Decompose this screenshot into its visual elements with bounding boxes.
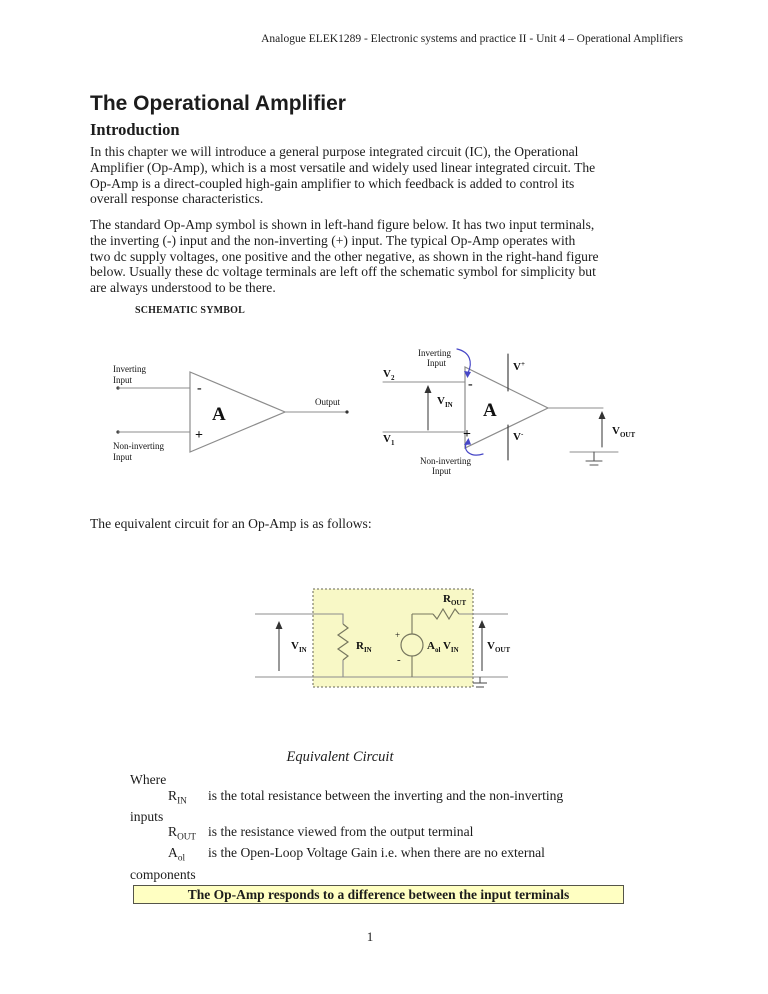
opamp-triangle — [464, 366, 550, 449]
key-point-callout: The Op-Amp responds to a difference betw… — [133, 885, 624, 904]
minus-sign: - — [197, 381, 202, 396]
gain-label: A — [212, 404, 226, 425]
opamp-schematic-right: V2 V1 VIN V+ V- VOUT Inverting Input Non… — [382, 348, 635, 476]
vout-arrowhead-icon — [478, 620, 486, 628]
definition-row: Aol is the Open-Loop Voltage Gain i.e. w… — [90, 845, 700, 866]
plus-sign: + — [463, 427, 471, 442]
rout-resistor — [432, 607, 460, 621]
schematic-symbol-label: SCHEMATIC SYMBOL — [135, 305, 245, 316]
intro-paragraph-1: In this chapter we will introduce a gene… — [90, 144, 596, 207]
equivalent-box — [312, 588, 474, 688]
rout-label: ROUT — [443, 593, 466, 607]
svg-text:Input: Input — [113, 375, 132, 385]
input-top-wire — [255, 613, 344, 624]
definitions-block: Where RIN is the total resistance betwee… — [90, 772, 700, 882]
blue-arrowhead-icon — [464, 371, 471, 378]
svg-text:Input: Input — [113, 452, 132, 462]
equivalent-circuit-figure: VIN RIN ROUT Aol VIN VOUT + - — [255, 588, 510, 688]
definition-wrap: components — [130, 866, 196, 882]
symbol-aol: Aol — [168, 845, 186, 864]
output-terminal-dot — [345, 410, 349, 414]
noninverting-input-label: Non-inverting — [420, 456, 471, 466]
intro-paragraph-2: The standard Op-Amp symbol is shown in l… — [90, 217, 599, 296]
inverting-input-label: Inverting — [418, 348, 451, 358]
vin-arrowhead-icon — [275, 621, 283, 629]
vin-label: VIN — [291, 640, 307, 654]
minus-sign: - — [468, 377, 473, 392]
page-header: Analogue ELEK1289 - Electronic systems a… — [261, 33, 683, 45]
plus-sign: + — [195, 428, 203, 443]
v1-label: V1 — [383, 433, 395, 447]
symbol-rin: RIN — [168, 787, 187, 806]
opamp-schematic-left: Inverting Input Non-inverting Input Outp… — [113, 364, 349, 462]
page-title: The Operational Amplifier — [90, 92, 346, 115]
aol-vin-label: Aol VIN — [427, 640, 459, 654]
opamp-triangle — [189, 371, 287, 453]
rin-label: RIN — [356, 640, 372, 654]
gain-label: A — [483, 400, 497, 421]
vin-label: VIN — [437, 395, 453, 409]
vout-arrowhead-icon — [598, 411, 606, 419]
svg-text:Input: Input — [432, 466, 451, 476]
definition-row: RIN is the total resistance between the … — [90, 788, 700, 809]
v2-label: V2 — [383, 368, 395, 382]
inverting-annotation-arrow — [456, 348, 471, 374]
figure-caption: Equivalent Circuit — [286, 749, 394, 765]
opamp-symbol-figure: Inverting Input Non-inverting Input Outp… — [113, 348, 635, 476]
equivalent-circuit-lead: The equivalent circuit for an Op-Amp is … — [90, 516, 372, 531]
symbol-rout: ROUT — [168, 824, 197, 842]
ground-symbol-icon — [569, 451, 619, 466]
source-plus-sign: + — [395, 630, 400, 640]
page-number: 1 — [366, 929, 374, 944]
introduction-heading: Introduction — [90, 120, 180, 139]
ground-symbol-icon — [473, 677, 487, 688]
definition-row: ROUT is the resistance viewed from the o… — [90, 824, 700, 845]
vminus-label: V- — [513, 430, 524, 443]
vout-label: VOUT — [487, 640, 510, 654]
output-label: Output — [315, 397, 341, 407]
blue-arrowhead-icon — [464, 438, 471, 445]
vplus-label: V+ — [513, 360, 525, 373]
inverting-input-label: Inverting — [113, 364, 146, 374]
vin-arrowhead-icon — [424, 385, 432, 393]
source-minus-sign: - — [397, 654, 401, 666]
definition-wrap: inputs — [130, 808, 164, 824]
where-label: Where — [130, 772, 167, 787]
svg-text:Input: Input — [427, 358, 446, 368]
noninverting-input-label: Non-inverting — [113, 441, 164, 451]
rin-resistor — [336, 623, 350, 661]
vout-label: VOUT — [612, 425, 635, 439]
